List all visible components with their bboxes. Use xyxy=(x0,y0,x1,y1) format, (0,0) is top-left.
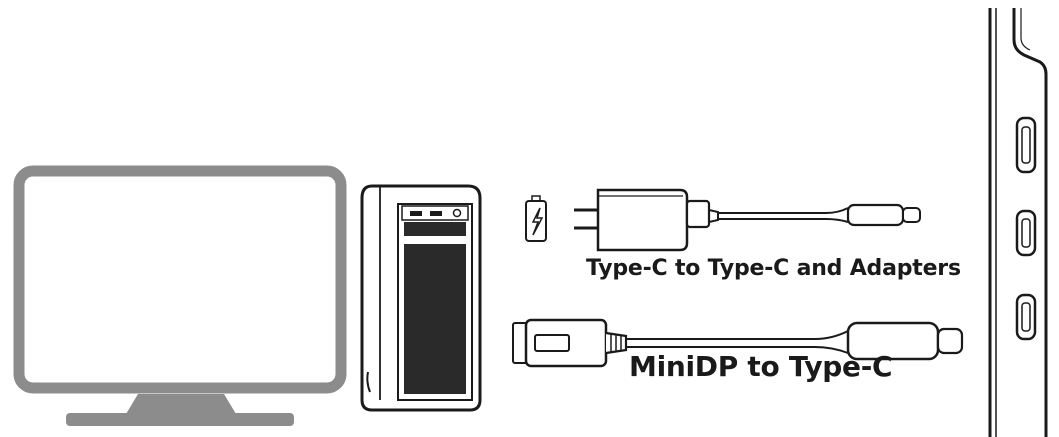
pc-tower-icon xyxy=(360,184,482,412)
power-adapter-icon xyxy=(574,188,921,252)
portable-monitor-side-icon xyxy=(988,8,1048,437)
minidp-cable-icon xyxy=(512,318,964,368)
monitor-icon xyxy=(13,165,347,426)
adapter-cable-label: Type-C to Type-C and Adapters xyxy=(586,256,961,281)
minidp-cable-label: MiniDP to Type-C xyxy=(629,350,893,383)
battery-charging-icon xyxy=(525,195,547,242)
